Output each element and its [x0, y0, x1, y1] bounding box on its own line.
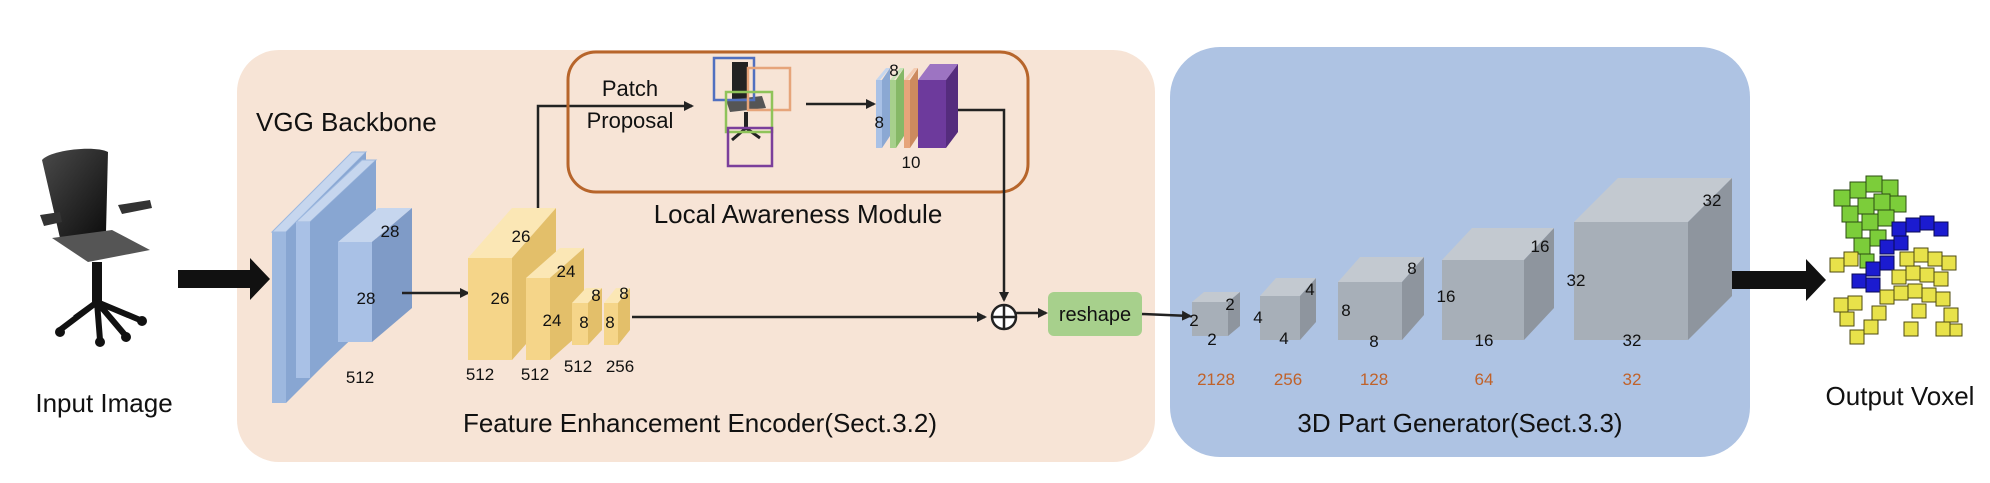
- cube-4-channels: 64: [1475, 370, 1494, 389]
- vgg-backbone: [270, 151, 412, 403]
- cube-4-d-bottom: 16: [1475, 331, 1494, 350]
- cube-1-channels: 2128: [1197, 370, 1235, 389]
- cube-3-d-top: 8: [1407, 259, 1416, 278]
- reshape-label: reshape: [1059, 304, 1131, 326]
- generator-title: 3D Part Generator(Sect.3.3): [1297, 408, 1622, 438]
- cube-1-d-bottom: 2: [1207, 330, 1216, 349]
- vgg-backbone-label: VGG Backbone: [256, 107, 437, 137]
- stack-dim-a: 8: [889, 61, 898, 80]
- feature-block-4: [604, 288, 630, 345]
- feature-block-3-h: 8: [591, 286, 600, 305]
- stack-dim-b: 8: [875, 113, 884, 132]
- generator-cube-5: [1574, 178, 1732, 340]
- feature-block-3: [572, 288, 602, 345]
- cube-4-d-top: 16: [1531, 237, 1550, 256]
- generator-cube-2: [1260, 278, 1316, 340]
- cube-2-d-left: 4: [1253, 308, 1262, 327]
- encoder-to-patch-arrow: [536, 101, 694, 208]
- vgg-dim-a: 28: [381, 222, 400, 241]
- cube-2-d-top: 4: [1305, 280, 1314, 299]
- vgg-dim-c: 512: [346, 368, 374, 387]
- cube-5-d-bottom: 32: [1623, 331, 1642, 350]
- feature-block-3-w: 8: [579, 313, 588, 332]
- local-awareness-module-box: [566, 50, 1030, 194]
- cube-5-d-top: 32: [1703, 191, 1722, 210]
- cube-1-d-left: 2: [1189, 311, 1198, 330]
- cube-5-channels: 32: [1623, 370, 1642, 389]
- generator-cube-3: [1338, 257, 1424, 340]
- feature-block-2-w: 24: [543, 311, 562, 330]
- patch-feature-stack: [876, 64, 958, 148]
- cube-3-channels: 128: [1360, 370, 1388, 389]
- patch-proposal-image: [712, 56, 792, 168]
- cube-1-d-top: 2: [1225, 295, 1234, 314]
- feature-block-3-c: 512: [564, 357, 592, 376]
- cube-5-d-left: 32: [1567, 271, 1586, 290]
- local-awareness-module-title: Local Awareness Module: [654, 199, 943, 229]
- feature-block-4-w: 8: [605, 313, 614, 332]
- input-arrow: [178, 258, 270, 300]
- feature-block-1-c: 512: [466, 365, 494, 384]
- vgg-dim-b: 28: [357, 289, 376, 308]
- cube-3-d-bottom: 8: [1369, 332, 1378, 351]
- sum-node: [990, 303, 1018, 331]
- output-arrow: [1732, 259, 1826, 301]
- reshape-to-generator-arrow: [1141, 310, 1192, 321]
- output-voxel-chair: [1829, 175, 1963, 345]
- stack-dim-c: 10: [902, 153, 921, 172]
- feature-block-2-c: 512: [521, 365, 549, 384]
- feature-block-4-h: 8: [619, 284, 628, 303]
- generator-cube-4: [1442, 228, 1554, 340]
- patch-label-line2: Proposal: [587, 108, 674, 133]
- feature-block-1-w: 26: [491, 289, 510, 308]
- cube-3-d-left: 8: [1341, 301, 1350, 320]
- encoder-region: [237, 50, 1155, 462]
- lam-to-sum-arrow: [958, 108, 1009, 302]
- cube-2-channels: 256: [1274, 370, 1302, 389]
- feature-block-4-c: 256: [606, 357, 634, 376]
- generator-cube-1: [1192, 292, 1240, 336]
- cube-2-d-bottom: 4: [1279, 329, 1288, 348]
- feature-block-1-h: 26: [512, 227, 531, 246]
- encoder-title: Feature Enhancement Encoder(Sect.3.2): [463, 408, 937, 438]
- reshape-box: [1048, 292, 1142, 336]
- input-chair-image: [40, 148, 152, 347]
- output-voxel-label: Output Voxel: [1826, 381, 1975, 411]
- input-image-label: Input Image: [35, 388, 172, 418]
- patch-label-line1: Patch: [602, 76, 658, 101]
- cube-4-d-left: 16: [1437, 287, 1456, 306]
- feature-block-2-h: 24: [557, 262, 576, 281]
